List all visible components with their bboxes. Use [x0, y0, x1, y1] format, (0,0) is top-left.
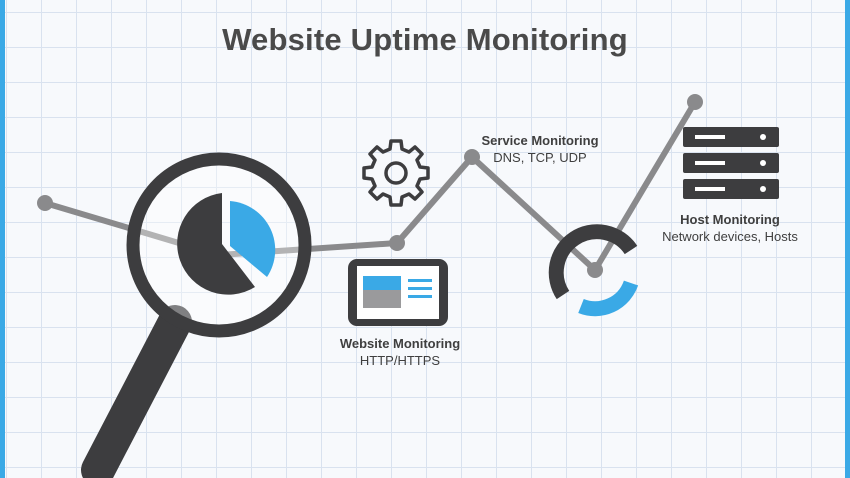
left-accent-border: [0, 0, 5, 478]
page-title: Website Uptime Monitoring: [222, 22, 628, 57]
server-icon: [683, 127, 779, 199]
trend-point: [464, 149, 480, 165]
trend-point: [587, 262, 603, 278]
host-monitoring-label: Host Monitoring Network devices, Hosts: [640, 212, 820, 245]
ring-chart-icon: [548, 224, 639, 317]
trend-point: [687, 94, 703, 110]
website-monitoring-subtitle: HTTP/HTTPS: [359, 353, 441, 368]
trend-point: [389, 235, 405, 251]
trend-point: [37, 195, 53, 211]
service-monitoring-label: Service Monitoring DNS, TCP, UDP: [470, 133, 610, 166]
website-monitoring-title: Website Monitoring: [339, 336, 461, 351]
service-monitoring-title: Service Monitoring: [481, 133, 599, 148]
service-monitoring-subtitle: DNS, TCP, UDP: [493, 150, 587, 165]
host-monitoring-subtitle: Network devices, Hosts: [662, 229, 798, 244]
gear-icon: [362, 139, 430, 207]
tablet-icon: [348, 259, 448, 326]
website-monitoring-label: Website Monitoring HTTP/HTTPS: [325, 336, 475, 369]
right-accent-border: [845, 0, 850, 478]
host-monitoring-title: Host Monitoring: [680, 212, 780, 227]
pie-chart-icon: [177, 193, 276, 295]
